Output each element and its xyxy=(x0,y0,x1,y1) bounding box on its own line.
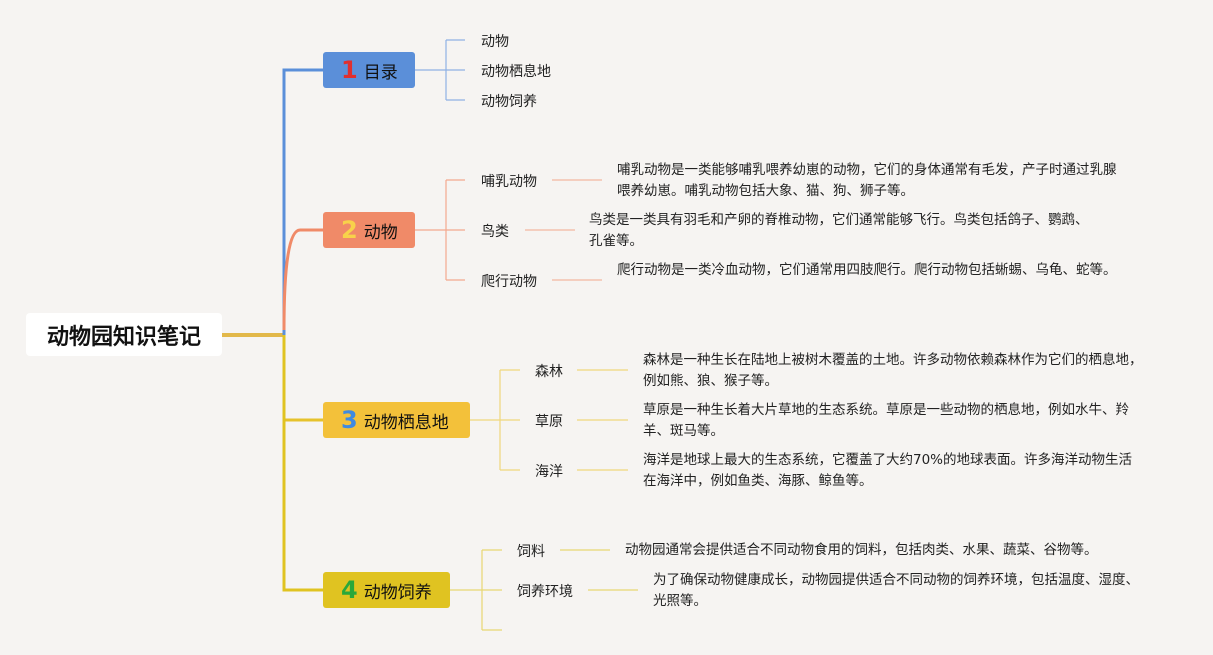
branch-4-desc-connector xyxy=(560,549,638,591)
sub-node-ocean[interactable]: 海洋 xyxy=(535,464,563,480)
sub-node-mammals[interactable]: 哺乳动物 xyxy=(481,174,537,190)
branch-node-animals[interactable]: 2 动物 xyxy=(323,212,415,248)
branch-3-desc-connector xyxy=(577,369,628,471)
root-title: 动物园知识笔记 xyxy=(46,324,201,350)
branch-2-desc-connector xyxy=(525,179,602,281)
root-node[interactable]: 动物园知识笔记 xyxy=(26,313,222,356)
branch-label: 动物 xyxy=(363,222,398,243)
sub-node-environment[interactable]: 饲养环境 xyxy=(517,584,573,600)
branch-2-connector xyxy=(282,228,323,331)
desc-mammals: 哺乳动物是一类能够哺乳喂养幼崽的动物，它们的身体通常有毛发，产子时通过乳腺喂养幼… xyxy=(617,162,1117,199)
branch-1-sub-connector xyxy=(415,39,465,101)
branch-label: 动物饲养 xyxy=(363,582,432,603)
sub-node-reptiles[interactable]: 爬行动物 xyxy=(481,274,537,290)
sub-node-feeding[interactable]: 动物饲养 xyxy=(481,94,537,110)
branch-node-feeding[interactable]: 4 动物饲养 xyxy=(323,572,450,608)
sub-node-birds[interactable]: 鸟类 xyxy=(481,224,509,240)
desc-feed: 动物园通常会提供适合不同动物食用的饲料，包括肉类、水果、蔬菜、谷物等。 xyxy=(625,542,1098,558)
sub-node-animals[interactable]: 动物 xyxy=(481,34,509,50)
desc-grassland: 草原是一种生长着大片草地的生态系统。草原是一些动物的栖息地，例如水牛、羚羊、斑马… xyxy=(643,402,1129,439)
branch-number: 3 xyxy=(341,406,358,434)
desc-ocean: 海洋是地球上最大的生态系统，它覆盖了大约70%的地球表面。许多海洋动物生活在海洋… xyxy=(643,452,1133,489)
branch-1-connector xyxy=(282,68,323,335)
branch-2-sub-connector xyxy=(415,179,465,281)
desc-environment: 为了确保动物健康成长，动物园提供适合不同动物的饲养环境，包括温度、湿度、光照等。 xyxy=(653,572,1139,609)
branch-4-connector xyxy=(282,335,323,592)
branch-node-habitat[interactable]: 3 动物栖息地 xyxy=(323,402,470,438)
branch-node-catalog[interactable]: 1 目录 xyxy=(323,52,415,88)
branch-number: 2 xyxy=(341,216,358,244)
branch-3-sub-connector xyxy=(470,369,520,471)
sub-node-grassland[interactable]: 草原 xyxy=(535,414,563,430)
desc-forest: 森林是一种生长在陆地上被树木覆盖的土地。许多动物依赖森林作为它们的栖息地，例如熊… xyxy=(643,352,1143,389)
desc-birds: 鸟类是一类具有羽毛和产卵的脊椎动物，它们通常能够飞行。鸟类包括鸽子、鹦鹉、孔雀等… xyxy=(589,212,1089,249)
sub-node-habitat[interactable]: 动物栖息地 xyxy=(481,64,551,80)
branch-number: 4 xyxy=(341,576,358,604)
sub-node-feed[interactable]: 饲料 xyxy=(517,544,545,560)
branch-3-connector xyxy=(282,335,323,422)
desc-reptiles: 爬行动物是一类冷血动物，它们通常用四肢爬行。爬行动物包括蜥蜴、乌龟、蛇等。 xyxy=(617,262,1117,278)
branch-4-sub-connector xyxy=(450,549,502,631)
branch-label: 动物栖息地 xyxy=(363,412,449,433)
sub-node-forest[interactable]: 森林 xyxy=(535,364,563,380)
branch-label: 目录 xyxy=(363,62,398,83)
branch-number: 1 xyxy=(341,56,358,84)
